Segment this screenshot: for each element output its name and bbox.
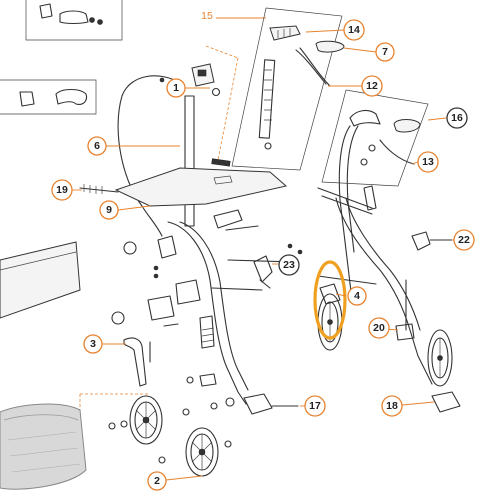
- foot-pad-right: [431, 391, 461, 413]
- callout-3: 3: [83, 334, 103, 354]
- callout-23-label: 23: [283, 259, 295, 271]
- callout-14-label: 14: [348, 24, 360, 36]
- left-rear-wheel: [129, 395, 163, 445]
- callout-18-label: 18: [386, 400, 398, 412]
- callout-20-label: 20: [373, 322, 385, 334]
- callout-7-label: 7: [382, 46, 388, 58]
- handle-group-16: [321, 89, 429, 187]
- callout-23: 23: [278, 254, 300, 276]
- handle-group-15-parts: [258, 25, 345, 150]
- callout-18: 18: [381, 395, 403, 417]
- callout-22-label: 22: [458, 234, 470, 246]
- brake-lever-23: [253, 255, 273, 289]
- callout-20: 20: [368, 317, 390, 339]
- inset-box-top-left: [25, 0, 123, 41]
- left-front-wheel: [185, 427, 219, 477]
- callout-14: 14: [343, 19, 365, 41]
- callout-13-label: 13: [422, 156, 434, 168]
- right-front-wheel: [427, 329, 453, 387]
- callout-16: 16: [446, 107, 468, 129]
- right-frame: [317, 125, 433, 385]
- callout-17-label: 17: [309, 400, 321, 412]
- highlight-ring: [313, 260, 347, 340]
- callout-13: 13: [417, 151, 439, 173]
- callout-15-label: 15: [201, 10, 213, 22]
- cushion-bag: [0, 403, 87, 490]
- callout-15: 15: [201, 10, 213, 22]
- callout-12: 12: [361, 75, 383, 97]
- callout-17: 17: [304, 395, 326, 417]
- callout-2-label: 2: [154, 475, 160, 487]
- handle-group-15-outline: [216, 7, 343, 171]
- callout-7: 7: [375, 42, 395, 62]
- long-bolt: [79, 158, 231, 194]
- callout-6-label: 6: [94, 140, 100, 152]
- foot-pad-left: [243, 393, 299, 415]
- callout-9: 9: [99, 200, 119, 220]
- left-upright-post: [184, 45, 239, 227]
- callout-6: 6: [87, 136, 107, 156]
- callout-22: 22: [453, 229, 475, 251]
- callout-2: 2: [147, 471, 167, 491]
- callout-9-label: 9: [106, 204, 112, 216]
- callout-19: 19: [51, 179, 73, 201]
- brake-cable: [117, 75, 183, 237]
- right-rear-wheel: [317, 283, 343, 351]
- seat-tray: [114, 167, 288, 207]
- callout-12-label: 12: [366, 80, 378, 92]
- callout-4-label: 4: [354, 290, 360, 302]
- left-frame: [111, 209, 303, 405]
- clip-22: [411, 231, 453, 251]
- callout-3-label: 3: [90, 338, 96, 350]
- callout-16-label: 16: [451, 112, 463, 124]
- inset-box-left: [0, 79, 97, 115]
- rear-fork: [123, 337, 151, 387]
- callout-4: 4: [347, 286, 367, 306]
- callout-1: 1: [166, 78, 186, 98]
- basket-bag: [0, 241, 81, 319]
- callout-19-label: 19: [56, 184, 68, 196]
- callout-1-label: 1: [173, 82, 179, 94]
